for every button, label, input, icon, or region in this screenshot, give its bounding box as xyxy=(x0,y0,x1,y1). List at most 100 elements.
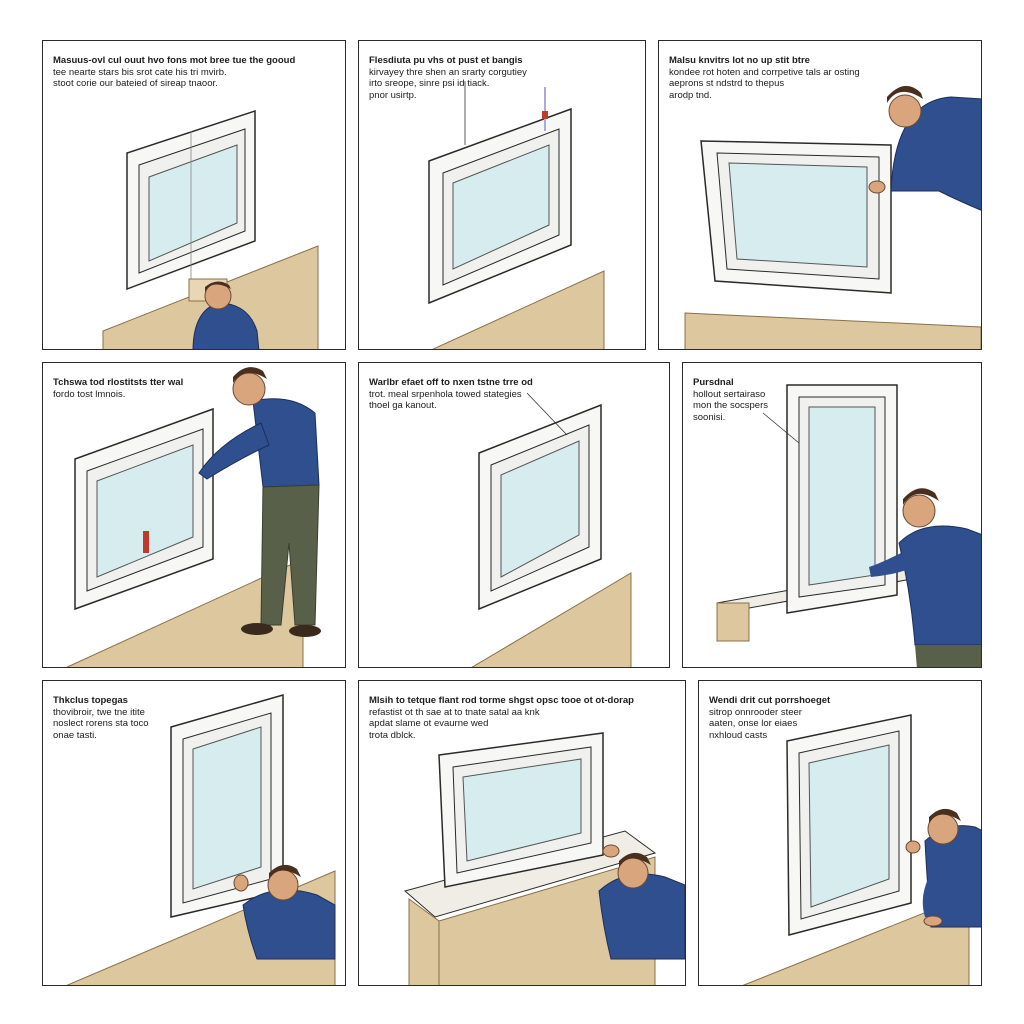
step-illustration-5 xyxy=(471,392,632,667)
worker-arm xyxy=(198,422,270,480)
worker-hair xyxy=(887,85,923,103)
caption-line: noslect rorens sta toco xyxy=(53,718,149,729)
window-glass xyxy=(192,726,262,890)
caption-line: mon the socspers xyxy=(693,400,768,411)
step-panel-7: Thkclus topegas thovibroir, twe tne itit… xyxy=(42,680,346,986)
caption-line: Tchswa tod rlostitsts tter wal xyxy=(53,377,184,388)
caption-line: Thkclus topegas xyxy=(53,695,128,706)
step-panel-5: Warlbr efaet off to nxen tstne trre od t… xyxy=(358,362,670,668)
caption-line: Pursdnal xyxy=(693,377,734,388)
caption-line: trot. meal srpenhola towed stategies xyxy=(369,388,522,400)
step-panel-3: Malsu knvitrs lot no up stit btre kondee… xyxy=(658,40,982,350)
step-panel-4: Tchswa tod rlostitsts tter wal fordo tos… xyxy=(42,362,346,668)
worker-hair xyxy=(269,864,301,879)
worker-hair xyxy=(903,488,939,505)
step-illustration-4 xyxy=(66,367,321,667)
worker-hair xyxy=(233,367,267,383)
window-glass xyxy=(148,144,238,262)
pointer-line xyxy=(762,412,800,444)
step-caption-7: Thkclus topegas thovibroir, twe tne itit… xyxy=(53,695,333,741)
worker-hand xyxy=(905,840,921,854)
caption-line: Malsu knvitrs lot no up stit btre xyxy=(669,55,810,66)
caption-line: tee nearte stars bis srot cate his tri m… xyxy=(53,66,227,78)
step-caption-8: Mlsih to tetque flant rod torme shgst op… xyxy=(369,695,649,741)
step-caption-9: Wendi drit cut porrshoeget sitrop onnroo… xyxy=(709,695,981,741)
step-caption-5: Warlbr efaet off to nxen tstne trre od t… xyxy=(369,377,649,412)
worker-hand xyxy=(233,874,249,892)
step-panel-2: Flesdiuta pu vhs ot pust et bangis kirva… xyxy=(358,40,646,350)
worker-body xyxy=(598,873,685,960)
worker-hair xyxy=(205,281,231,291)
caption-line: Masuus-ovl cul ouut hvo fons mot bree tu… xyxy=(53,55,296,66)
worker-hand xyxy=(602,844,620,858)
caption-line: hollout sertairaso xyxy=(693,388,766,400)
step-caption-1: Masuus-ovl cul ouut hvo fons mot bree tu… xyxy=(53,55,333,90)
worker-shoe xyxy=(241,623,273,635)
worker-hair xyxy=(929,808,961,823)
caption-line: pnor usirtp. xyxy=(369,89,417,101)
red-marker xyxy=(143,531,149,553)
wooden-ledge xyxy=(471,572,632,667)
window-glass xyxy=(728,162,868,268)
window-glass xyxy=(808,406,876,586)
worker-head xyxy=(902,494,936,528)
step-illustration-7 xyxy=(66,694,336,985)
caption-line: soonisi. xyxy=(693,411,726,423)
red-marker xyxy=(542,111,548,119)
window-glass xyxy=(500,440,580,578)
window-glass xyxy=(808,744,890,908)
worker-head xyxy=(888,94,922,128)
step-illustration-6 xyxy=(716,384,981,667)
bench-front xyxy=(408,898,440,985)
caption-line: nxhloud casts xyxy=(709,729,768,741)
worker-body xyxy=(898,525,981,646)
worker-hair xyxy=(619,852,651,867)
step-caption-6: Pursdnal hollout sertairaso mon the socs… xyxy=(693,377,973,423)
window-glass xyxy=(96,444,194,578)
caption-line: kondee rot hoten and corrpetive tals ar … xyxy=(669,66,860,78)
worker-hand xyxy=(923,915,943,927)
worker-shoe xyxy=(289,625,321,637)
worker-head xyxy=(232,372,266,406)
caption-line: thoel ga kanout. xyxy=(369,400,437,411)
worker-body xyxy=(252,398,320,488)
worker-body xyxy=(242,889,336,960)
step-illustration-8 xyxy=(403,732,685,985)
worker-arm xyxy=(869,553,909,577)
caption-line: Flesdiuta pu vhs ot pust et bangis xyxy=(369,55,523,66)
window-glass xyxy=(462,758,582,862)
caption-line: aeprons st ndstrd to thepus xyxy=(669,78,785,89)
step-caption-2: Flesdiuta pu vhs ot pust et bangis kirva… xyxy=(369,55,645,101)
sill-block xyxy=(716,602,750,642)
caption-line: Warlbr efaet off to nxen tstne trre od xyxy=(369,377,533,388)
caption-line: stoot corie our bateied of sireap tnaoor… xyxy=(53,78,218,89)
wooden-ledge xyxy=(432,270,605,349)
caption-line: onae tasti. xyxy=(53,729,97,741)
worker-hand xyxy=(868,180,886,194)
pointer-line xyxy=(526,392,568,436)
caption-line: thovibroir, twe tne itite xyxy=(53,706,145,718)
caption-line: Mlsih to tetque flant rod torme shgst op… xyxy=(369,695,634,706)
caption-line: Wendi drit cut porrshoeget xyxy=(709,695,831,706)
step-panel-1: Masuus-ovl cul ouut hvo fons mot bree tu… xyxy=(42,40,346,350)
caption-line: aaten, onse lor eiaes xyxy=(709,718,798,729)
caption-line: arodp tnd. xyxy=(669,89,712,101)
step-panel-8: Mlsih to tetque flant rod torme shgst op… xyxy=(358,680,686,986)
worker-body xyxy=(890,96,981,211)
wooden-ledge xyxy=(684,312,981,349)
step-illustration-9 xyxy=(742,714,981,985)
caption-line: sitrop onnrooder steer xyxy=(709,706,802,718)
step-illustration-2 xyxy=(428,81,605,349)
wooden-ledge xyxy=(742,894,970,985)
step-panel-6: Pursdnal hollout sertairaso mon the socs… xyxy=(682,362,982,668)
worker-arm xyxy=(922,877,943,917)
caption-line: irto sreope, sinre psi id tiack. xyxy=(369,78,490,89)
step-panel-9: Wendi drit cut porrshoeget sitrop onnroo… xyxy=(698,680,982,986)
window-glass xyxy=(452,144,550,270)
caption-line: refastist ot th sae at to tnate satal aa… xyxy=(369,706,540,718)
step-illustration-1 xyxy=(102,109,319,349)
step-illustration-3 xyxy=(684,85,981,349)
caption-line: fordo tost lmnois. xyxy=(53,388,126,400)
step-caption-3: Malsu knvitrs lot no up stit btre kondee… xyxy=(669,55,949,101)
caption-line: apdat slame ot evaurne wed xyxy=(369,718,489,729)
